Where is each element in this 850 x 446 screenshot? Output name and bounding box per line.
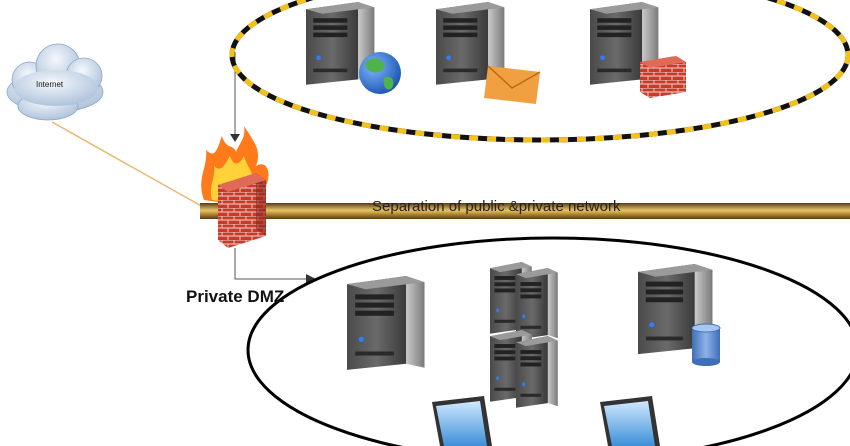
server-icon xyxy=(347,276,425,370)
database-server-icon xyxy=(638,264,721,366)
private-network-zone xyxy=(246,236,850,446)
web-server-icon xyxy=(306,2,401,94)
laptop-icon xyxy=(600,396,660,446)
laptop-icon xyxy=(432,396,492,446)
server-cluster-icon xyxy=(490,262,558,408)
internet-label: Internet xyxy=(36,80,64,89)
mail-server-icon xyxy=(436,2,541,104)
firewall-to-private-link xyxy=(234,248,312,280)
firewall-icon xyxy=(201,126,269,248)
separation-label: Separation of public &private network xyxy=(372,198,621,215)
firewall-server-icon xyxy=(590,2,686,98)
network-separator xyxy=(200,203,850,219)
internet-link xyxy=(51,121,213,213)
dmz-link-arrow-icon xyxy=(230,134,240,142)
public-dmz-zone xyxy=(229,0,850,143)
cloud-icon xyxy=(6,43,104,121)
private-dmz-label: Private DMZ xyxy=(186,287,285,306)
